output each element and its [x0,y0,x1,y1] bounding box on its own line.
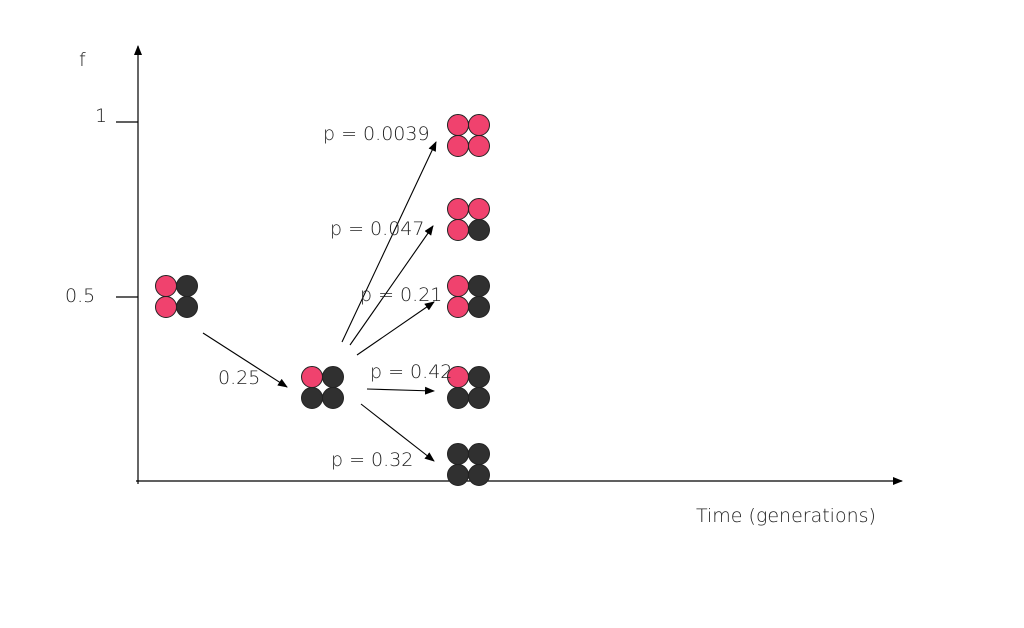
arrow-to-f025 [366,386,435,395]
allele-b-circle [176,296,198,318]
allele-b-circle [468,464,490,486]
allele-b-circle [468,275,490,297]
population-gen2-f0 [447,443,490,486]
allele-a-circle [447,275,469,297]
allele-a-circle [155,275,177,297]
allele-a-circle [468,198,490,220]
allele-b-circle [176,275,198,297]
arrow-to-f05 [356,301,435,356]
y-axis-label: f [79,49,86,71]
allele-b-circle [322,366,344,388]
allele-a-circle [155,296,177,318]
population-gen2-f05 [447,275,490,318]
populations [155,114,490,486]
branch-label-f0: p = 0.32 [331,449,413,471]
allele-b-circle [468,219,490,241]
branch-label-f025: p = 0.42 [370,361,452,383]
allele-b-circle [301,387,323,409]
allele-b-circle [447,387,469,409]
allele-a-circle [468,135,490,157]
branch-label-f1: p = 0.0039 [323,123,430,145]
population-gen0 [155,275,198,318]
population-gen1 [301,366,344,409]
x-axis-label: Time (generations) [696,505,876,527]
population-gen2-f1 [447,114,490,157]
branch-label-f05: p = 0.21 [360,284,442,306]
allele-b-circle [468,387,490,409]
y-tick-label-05: 0.5 [65,285,95,307]
allele-a-circle [447,198,469,220]
y-tick-label-1: 1 [95,105,107,127]
population-gen2-f075 [447,198,490,241]
arrow-to-f0 [360,403,435,462]
allele-b-circle [468,296,490,318]
population-gen2-f025 [447,366,490,409]
allele-a-circle [468,114,490,136]
arrow-gen0-gen1 [202,332,288,388]
allele-a-circle [447,219,469,241]
arrow-to-f1 [341,141,437,343]
allele-b-circle [468,443,490,465]
allele-b-circle [468,366,490,388]
allele-a-circle [447,135,469,157]
allele-a-circle [447,114,469,136]
arrow-to-f075 [349,225,434,346]
allele-b-circle [322,387,344,409]
allele-a-circle [447,296,469,318]
allele-a-circle [301,366,323,388]
transition-label-first: 0.25 [218,367,260,389]
allele-b-circle [447,464,469,486]
branch-label-f075: p = 0.047 [330,218,424,240]
allele-b-circle [447,443,469,465]
